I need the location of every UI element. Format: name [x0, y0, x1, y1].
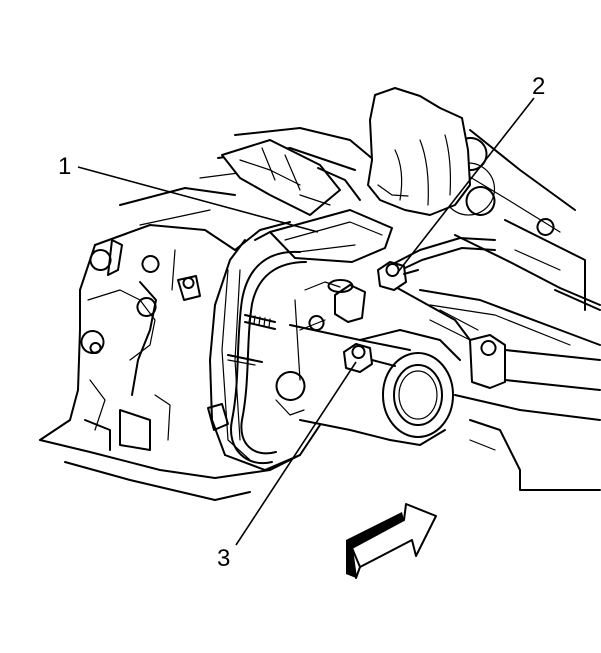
tailshaft-housing [359, 329, 461, 446]
fastener-nut-2 [377, 261, 419, 291]
callout-3-label: 3 [217, 545, 230, 572]
direction-arrow-icon [346, 503, 437, 579]
callout-1-label: 1 [58, 153, 71, 180]
hand [367, 87, 471, 216]
callout-1: 1 [58, 153, 319, 233]
upper-bracket [221, 139, 361, 216]
callout-2: 2 [397, 73, 545, 273]
callout-2-label: 2 [532, 73, 545, 100]
transmission-mount [429, 309, 601, 391]
shift-bracket [254, 209, 393, 263]
fastener-nut-3 [343, 343, 396, 373]
transmission-case [39, 221, 411, 501]
callout-3: 3 [217, 361, 357, 572]
